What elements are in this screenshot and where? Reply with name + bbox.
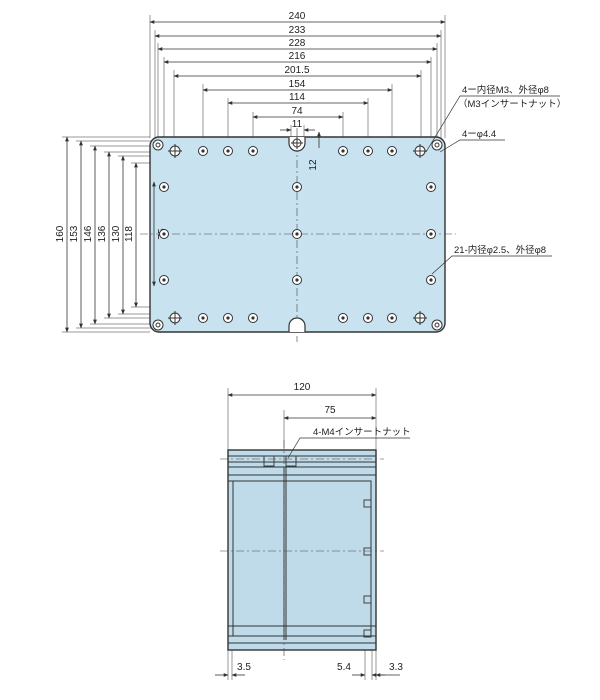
m3-insert-bosses [168,137,427,325]
screw-boss-center [429,232,433,236]
dim-label-216: 216 [289,51,306,62]
screw-boss-center [390,149,394,153]
dim-label-3-3: 3.3 [389,662,403,673]
dim-label-114: 114 [289,92,305,103]
note-screw-bosses: 21-内径φ2.5、外径φ8 [454,244,546,256]
screw-boss-holes [159,146,436,323]
dim-label-120: 120 [294,382,311,393]
m4-insert-nut [285,455,297,467]
screw-boss-center [162,232,166,236]
left-extension-lines [62,136,160,333]
screw-boss-center [226,316,230,320]
dim-label-153: 153 [69,225,80,242]
dim-label-136: 136 [97,225,108,242]
side-lid-band [227,449,377,468]
mount-hole [152,139,164,151]
dim-label-228: 228 [289,38,306,49]
enclosure-side-body [227,449,377,651]
screw-boss-center [251,316,255,320]
bottom-notch [288,317,306,332]
m3-boss [413,311,427,325]
note-m4-insert: 4-M4インサートナット [313,427,411,438]
mount-hole [431,139,443,151]
dim-label-5-4: 5.4 [337,662,351,673]
mount-hole [431,319,443,331]
dim-label-75: 75 [324,405,336,416]
note-mount-holes: 4ーφ4.4 [462,129,496,140]
dim-label-154: 154 [289,79,306,90]
dim-label-130: 130 [111,225,122,242]
corner-mounting-holes [152,139,443,331]
screw-boss-center [341,316,345,320]
screw-boss-center [341,149,345,153]
top-annotations: 4ー内径M3、外径φ8 （M3インサートナット） 4ーφ4.4 21-内径φ2.… [425,84,566,275]
screw-boss-center [366,316,370,320]
screw-boss-center [226,149,230,153]
screw-boss-center [390,316,394,320]
m3-boss [413,144,427,158]
top-horizontal-dimensions: 240 233 228 216 201.5 154 114 74 11 [149,11,446,132]
dim-label-118: 118 [124,226,135,242]
m4-insert-nut [263,455,275,467]
dim-label-233: 233 [289,25,306,36]
screw-boss-center [295,232,299,236]
top-view: 240 233 228 216 201.5 154 114 74 11 [55,11,566,342]
dim-label-3-5: 3.5 [237,662,251,673]
dim-label-160: 160 [55,225,66,242]
screw-boss-center [162,185,166,189]
top-vertical-dimensions: 160 153 146 136 130 118 [55,136,138,333]
dim-label-74: 74 [291,106,303,117]
screw-boss-center [295,185,299,189]
mount-hole [152,319,164,331]
screw-boss-center [201,316,205,320]
screw-boss-center [366,149,370,153]
screw-boss-center [429,278,433,282]
m3-boss [168,311,182,325]
screw-boss-center [295,278,299,282]
note-m3-line2: （M3インサートナット） [458,98,566,110]
screw-boss-center [251,149,255,153]
screw-boss-center [429,185,433,189]
screw-boss-center [162,278,166,282]
dim-label-201-5: 201.5 [284,65,309,76]
note-m3-line1: 4ー内径M3、外径φ8 [462,84,549,96]
screw-boss-center [201,149,205,153]
dim-label-240: 240 [289,11,306,22]
m3-boss [291,137,303,149]
dim-label-11: 11 [292,119,303,130]
side-view: 120 75 3.5 5.4 3.3 [215,382,411,680]
dim-label-12: 12 [308,159,319,171]
m3-boss [168,144,182,158]
dim-label-146: 146 [83,225,94,242]
